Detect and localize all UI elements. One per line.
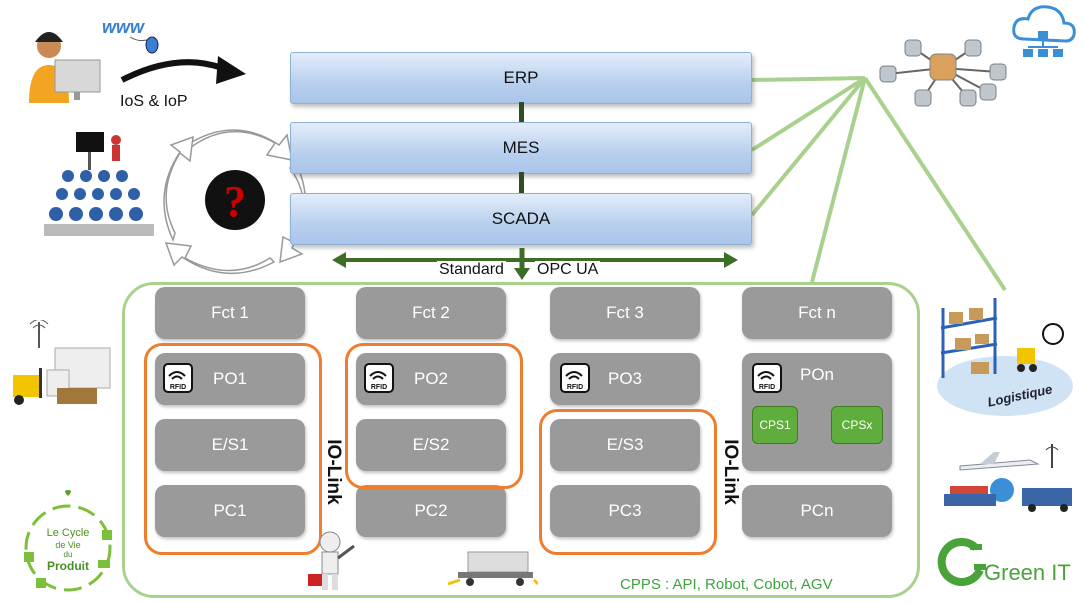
rfid-icon: RFID [163,363,193,393]
curved-arrow-icon [120,50,250,90]
ios-iop-label: IoS & IoP [120,93,188,110]
mes-layer: MES [290,122,752,174]
function-box: Fct n [742,287,892,339]
rfid-text: RFID [170,384,186,391]
lifecycle-line3: du [64,550,73,559]
logistics-warehouse-icon: Logistique [935,278,1075,418]
scada-layer: SCADA [290,193,752,245]
station-group-2 [345,343,523,489]
cycle-question-icon: ? [150,118,320,283]
io-link-label: IO-Link [323,439,344,505]
rfid-icon: RFID [364,363,394,393]
rfid-text: RFID [371,384,387,391]
agv-vehicle-icon [447,548,540,588]
pon-label: POn [800,365,835,384]
station-group-1 [144,343,322,555]
opc-ua-bus-arrow [332,248,738,280]
layer-connector [519,172,524,193]
lifecycle-line4: Produit [47,559,89,573]
function-box: Fct 1 [155,287,305,339]
green-it-plug-icon [936,538,986,586]
es-box: E/S2 [356,419,506,471]
pc-box: PC1 [155,485,305,537]
es-box: E/S3 [550,419,700,471]
green-it-label: Green IT [984,560,1071,585]
svg-text:www: www [102,17,145,37]
bus-standard-label: Standard [437,261,506,279]
rfid-text: RFID [759,384,775,391]
user-at-computer-icon [25,18,105,103]
cpps-label: CPPS : API, Robot, Cobot, AGV [620,576,833,593]
station-group-3 [539,409,717,555]
erp-layer: ERP [290,52,752,104]
rfid-icon: RFID [752,363,782,393]
pc-box: PC3 [550,485,700,537]
io-link-label: IO-Link [720,439,741,505]
cps-box: CPSx [831,406,883,444]
es-box: E/S1 [155,419,305,471]
rfid-icon: RFID [560,363,590,393]
cpps-container [122,282,920,598]
function-box: Fct 3 [550,287,700,339]
product-lifecycle-icon: Le Cycle de Vie du Produit [12,490,124,598]
lifecycle-line2: de Vie [55,540,80,550]
robot-mechanic-icon [300,528,360,592]
layer-connector [519,102,524,122]
lifecycle-line1: Le Cycle [47,527,90,539]
pc-box: PCn [742,485,892,537]
rfid-text: RFID [567,384,583,391]
cps-box: CPS1 [752,406,798,444]
www-mouse-icon: www [100,15,160,55]
database-network-icon [868,30,1018,110]
transport-multimodal-icon [940,440,1080,520]
function-box: Fct 2 [356,287,506,339]
bus-opc-ua-label: OPC UA [535,261,601,279]
svg-text:?: ? [224,177,246,226]
pc-box: PC2 [356,485,506,537]
classroom-training-icon [38,128,163,246]
forklift-truck-icon [5,319,115,415]
cloud-network-icon [1010,5,1078,67]
